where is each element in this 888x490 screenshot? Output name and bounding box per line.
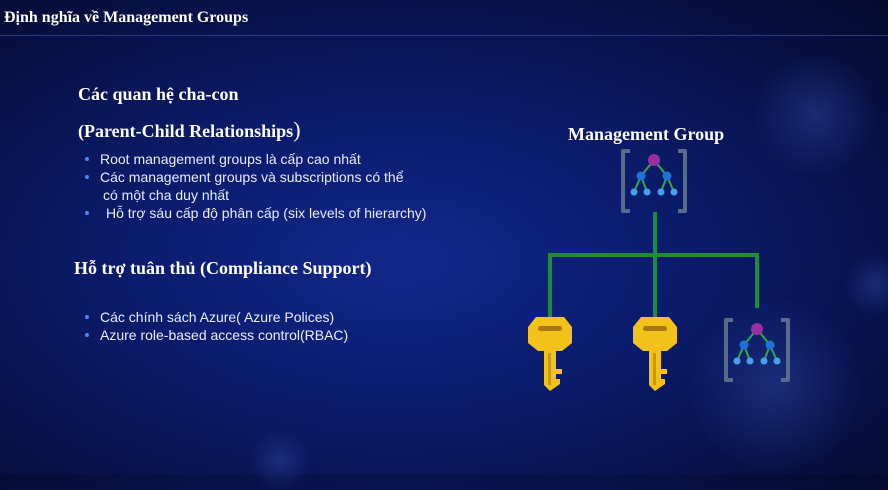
slide-title: Định nghĩa về Management Groups [4, 9, 249, 26]
background-bokeh [755, 55, 875, 175]
background-bokeh [690, 300, 860, 470]
key-icon [633, 317, 677, 391]
section-heading-parent-child: Các quan hệ cha-con [78, 84, 239, 104]
bullet-text: Azure role-based access control(RBAC) [100, 327, 349, 343]
bullet-item: Các chính sách Azure( Azure Polices) [80, 308, 348, 326]
subheading-close-paren: ) [293, 117, 301, 142]
bullet-text: Hỗ trợ sáu cấp độ phân cấp (six levels o… [106, 205, 427, 221]
diagram-root-label: Management Group [568, 124, 725, 144]
section-subheading-parent-child: (Parent-Child Relationships) [78, 117, 301, 143]
background-bokeh [845, 255, 888, 315]
management-group-icon [621, 149, 687, 213]
bullet-item: Root management groups là cấp cao nhất [80, 150, 426, 168]
title-divider [0, 35, 888, 36]
bullet-text-continuation: có một cha duy nhất [103, 187, 230, 203]
hierarchy-diagram [528, 149, 790, 391]
parent-child-bullet-list: Root management groups là cấp cao nhất C… [80, 150, 426, 222]
bullet-text: Root management groups là cấp cao nhất [100, 151, 361, 167]
bullet-item: Hỗ trợ sáu cấp độ phân cấp (six levels o… [80, 204, 426, 222]
bullet-item: Các management groups và subscriptions c… [80, 168, 426, 204]
compliance-bullet-list: Các chính sách Azure( Azure Polices) Azu… [80, 308, 348, 344]
section-heading-compliance: Hỗ trợ tuân thủ (Compliance Support) [74, 258, 372, 278]
subheading-text: (Parent-Child Relationships [78, 121, 294, 141]
bullet-text: Các management groups và subscriptions c… [100, 169, 404, 185]
bullet-item: Azure role-based access control(RBAC) [80, 326, 348, 344]
hierarchy-connectors [548, 212, 759, 322]
bullet-text: Các chính sách Azure( Azure Polices) [100, 309, 335, 325]
key-icon [528, 317, 572, 391]
management-group-icon [724, 318, 790, 382]
